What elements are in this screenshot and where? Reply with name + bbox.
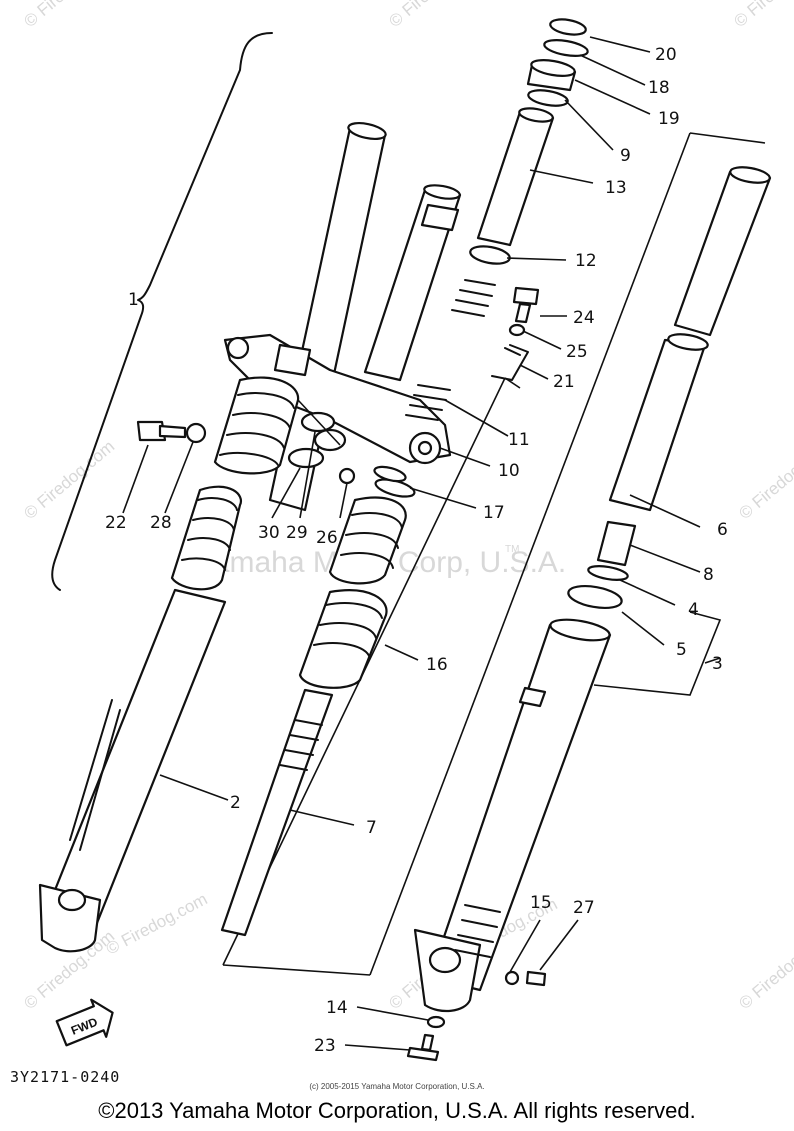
label-14: 14 bbox=[326, 998, 348, 1018]
watermark-site: © Firedog.com bbox=[735, 927, 794, 1013]
label-23: 23 bbox=[314, 1036, 336, 1056]
label-4: 4 bbox=[688, 600, 699, 620]
label-25: 25 bbox=[566, 342, 588, 362]
watermark-site: © Firedog.com bbox=[385, 0, 483, 31]
label-3: 3 bbox=[712, 654, 723, 674]
bracket-1 bbox=[51, 32, 273, 591]
label-17: 17 bbox=[483, 503, 505, 523]
label-16: 16 bbox=[426, 655, 448, 675]
copyright-notice: ©2013 Yamaha Motor Corporation, U.S.A. A… bbox=[98, 1098, 696, 1123]
watermark-tm: TM bbox=[505, 544, 519, 555]
label-7: 7 bbox=[366, 818, 377, 838]
leader-lines bbox=[122, 36, 722, 1051]
watermark-layer: © Firedog.com © Firedog.com © Firedog.co… bbox=[20, 0, 794, 1013]
watermark-site: © Firedog.com bbox=[730, 0, 794, 31]
label-13: 13 bbox=[605, 178, 627, 198]
watermark-site: © Firedog.com bbox=[20, 0, 118, 31]
label-6: 6 bbox=[717, 520, 728, 540]
label-2: 2 bbox=[230, 793, 241, 813]
left-fork-leg bbox=[38, 121, 387, 953]
label-8: 8 bbox=[703, 565, 714, 585]
fwd-arrow: FWD bbox=[55, 998, 114, 1047]
label-30: 30 bbox=[258, 523, 280, 543]
label-19: 19 bbox=[658, 109, 680, 129]
label-9: 9 bbox=[620, 146, 631, 166]
label-27: 27 bbox=[573, 898, 595, 918]
watermark-site: © Firedog.com bbox=[103, 889, 211, 958]
label-5: 5 bbox=[676, 640, 687, 660]
label-26: 26 bbox=[316, 528, 338, 548]
label-22: 22 bbox=[105, 513, 127, 533]
label-18: 18 bbox=[648, 78, 670, 98]
label-1: 1 bbox=[128, 290, 139, 310]
watermark-site: © Firedog.com bbox=[735, 437, 794, 523]
label-12: 12 bbox=[575, 251, 597, 271]
label-11: 11 bbox=[508, 430, 530, 450]
part-labels: 1 2 3 4 5 6 7 8 9 10 11 12 13 14 15 16 1… bbox=[105, 45, 728, 1056]
small-copyright: (c) 2005-2015 Yamaha Motor Corporation, … bbox=[309, 1082, 485, 1091]
diagram-code: 3Y2171-0240 bbox=[10, 1068, 121, 1086]
label-21: 21 bbox=[553, 372, 575, 392]
label-28: 28 bbox=[150, 513, 172, 533]
label-20: 20 bbox=[655, 45, 677, 65]
upper-small-parts bbox=[405, 18, 589, 421]
label-15: 15 bbox=[530, 893, 552, 913]
upper-bracket bbox=[213, 184, 462, 475]
label-24: 24 bbox=[573, 308, 595, 328]
label-10: 10 bbox=[498, 461, 520, 481]
label-29: 29 bbox=[286, 523, 308, 543]
watermark-site: © Firedog.com bbox=[20, 437, 118, 523]
right-fork-leg bbox=[406, 166, 772, 1062]
